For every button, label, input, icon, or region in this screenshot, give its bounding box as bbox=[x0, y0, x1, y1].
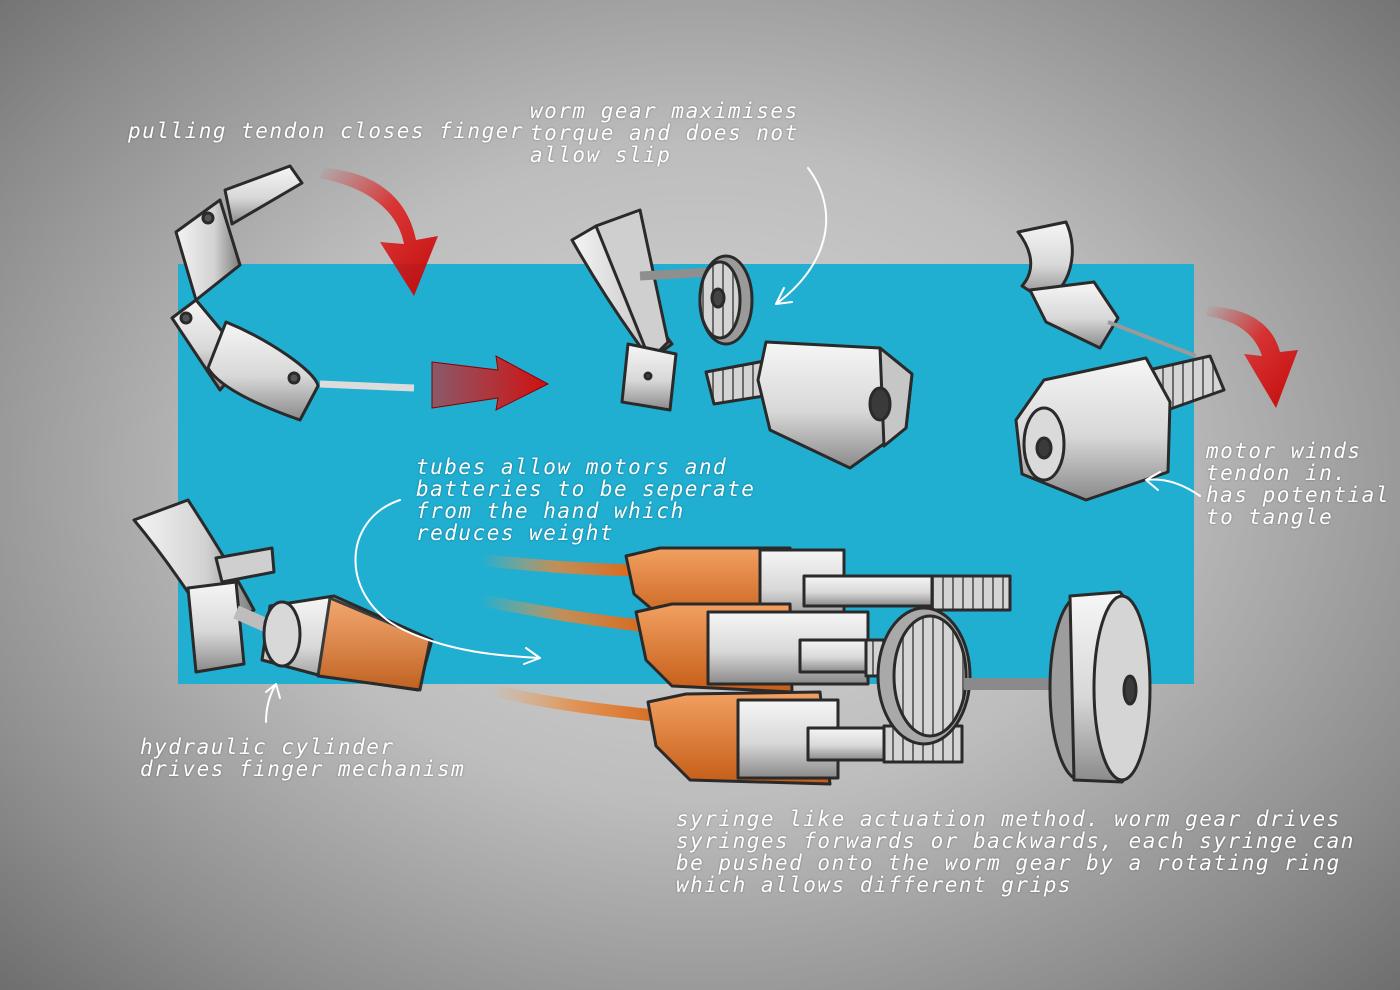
annotation-line: drives finger mechanism bbox=[140, 757, 466, 781]
annotation-line: allow slip bbox=[530, 143, 672, 167]
annotation-line: torque and does not bbox=[530, 121, 799, 145]
annotation-syringe: syringe like actuation method. worm gear… bbox=[676, 808, 1355, 896]
annotation-motor-winds: motor winds tendon in. has potential to … bbox=[1206, 440, 1390, 528]
curved-arrow-icon bbox=[320, 168, 438, 296]
annotation-line: tubes allow motors and bbox=[416, 455, 728, 479]
annotation-line: hydraulic cylinder bbox=[140, 735, 395, 759]
annotation-line: syringe like actuation method. worm gear… bbox=[676, 807, 1341, 831]
annotation-line: has potential bbox=[1206, 483, 1390, 507]
annotation-line: reduces weight bbox=[416, 521, 615, 545]
leader-motor bbox=[1145, 471, 1201, 497]
annotation-line: tendon in. bbox=[1206, 461, 1348, 485]
hydraulic-cylinder-icon bbox=[132, 498, 434, 692]
leader-tubes bbox=[354, 499, 541, 665]
leader-lines bbox=[265, 167, 1201, 723]
annotation-line: syringes forwards or backwards, each syr… bbox=[676, 829, 1355, 853]
annotation-line: which allows different grips bbox=[676, 873, 1073, 897]
motor-icon bbox=[1014, 220, 1226, 502]
annotation-tendon-closes: pulling tendon closes finger bbox=[128, 120, 524, 142]
annotation-worm-gear: worm gear maximises torque and does not … bbox=[530, 100, 799, 166]
straight-arrow-icon bbox=[431, 355, 550, 411]
leader-hydraulic bbox=[265, 683, 281, 723]
annotation-line: worm gear maximises bbox=[530, 99, 799, 123]
annotation-line: motor winds bbox=[1206, 439, 1362, 463]
annotation-line: batteries to be seperate bbox=[416, 477, 756, 501]
worm-gear-icon bbox=[570, 208, 914, 470]
curved-arrow-icon bbox=[1206, 306, 1298, 408]
annotation-line: be pushed onto the worm gear by a rotati… bbox=[676, 851, 1341, 875]
annotation-line: pulling tendon closes finger bbox=[128, 119, 525, 143]
syringe-icon bbox=[478, 546, 1152, 786]
annotation-line: to tangle bbox=[1206, 505, 1334, 529]
annotation-line: from the hand which bbox=[416, 499, 685, 523]
annotation-hydraulic: hydraulic cylinder drives finger mechani… bbox=[140, 736, 465, 780]
annotation-tubes: tubes allow motors and batteries to be s… bbox=[416, 456, 755, 544]
finger-segment-icon bbox=[170, 164, 415, 422]
leader-worm-gear bbox=[775, 167, 828, 305]
